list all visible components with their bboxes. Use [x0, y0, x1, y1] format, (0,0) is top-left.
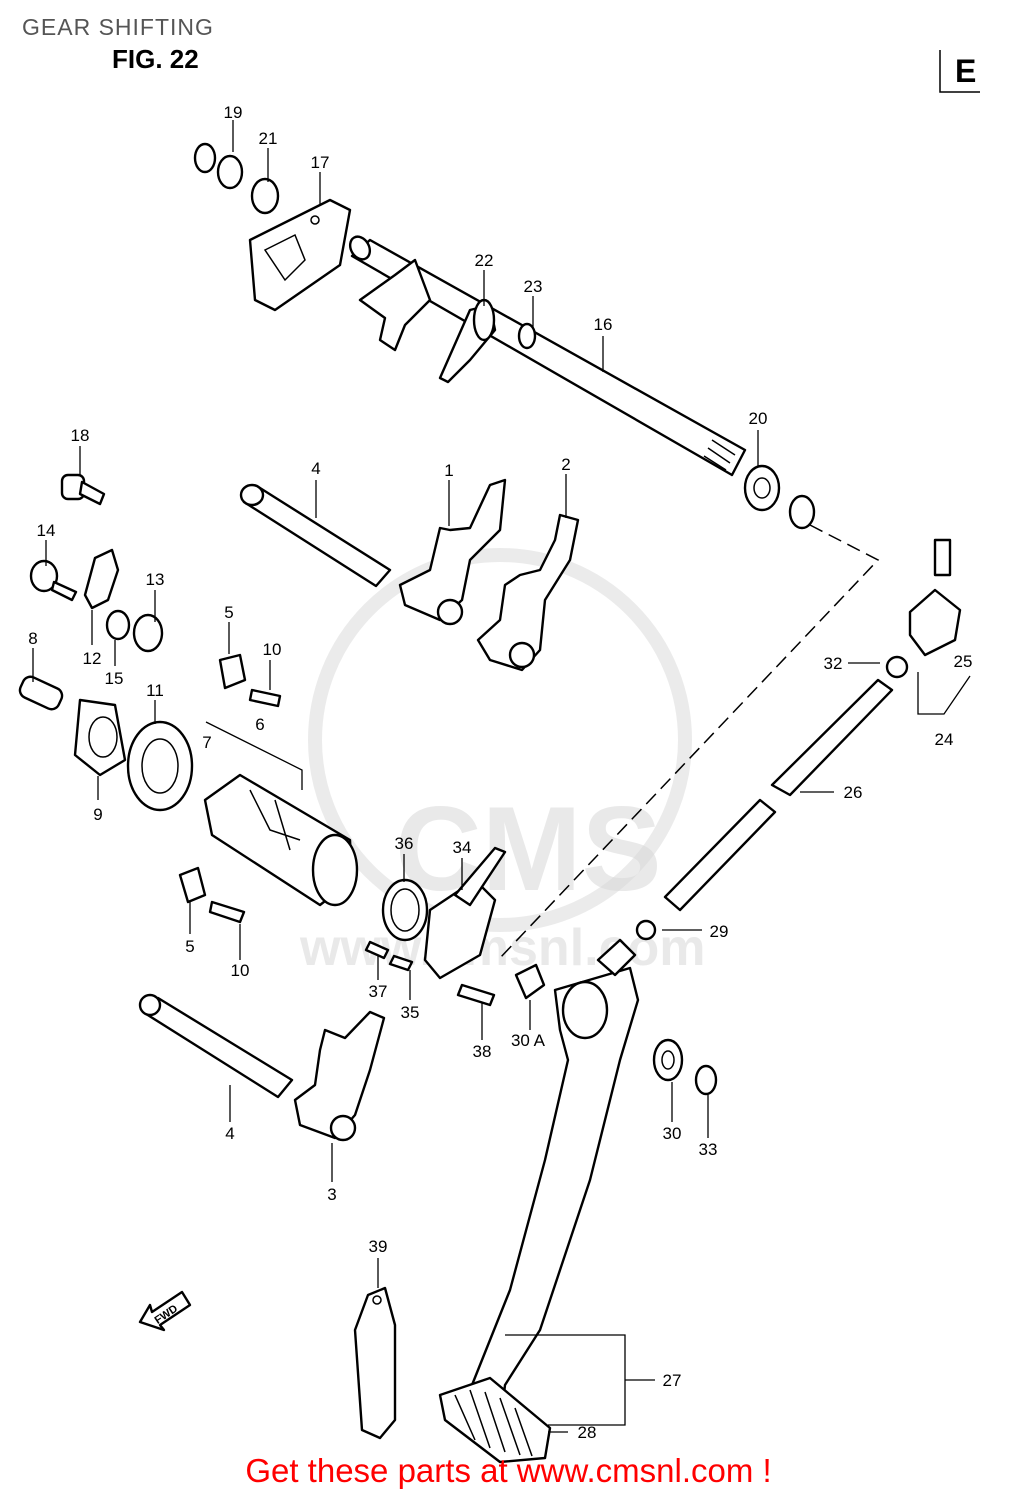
callout-18: 18 — [71, 426, 90, 445]
shift-fork-3 — [293, 1010, 386, 1142]
pedal-extension — [353, 1286, 397, 1440]
callout-35: 35 — [401, 1003, 420, 1022]
callout-3: 3 — [327, 1185, 336, 1204]
section-title: GEAR SHIFTING — [22, 14, 214, 40]
cam-stopper-plates — [178, 653, 282, 924]
figure-title: FIG. 22 — [112, 44, 199, 74]
neutral-bolt — [60, 473, 106, 506]
watermark-brand: CMS — [395, 782, 662, 916]
callout-32: 32 — [824, 654, 843, 673]
o-ring-and-clamp — [381, 846, 507, 980]
callout-21: 21 — [259, 129, 278, 148]
callout-34: 34 — [453, 838, 472, 857]
callout-8: 8 — [28, 629, 37, 648]
callout-16: 16 — [594, 315, 613, 334]
callout-7: 7 — [202, 733, 211, 752]
fork-shaft-upper — [239, 483, 392, 588]
cam-guide-plate — [248, 198, 352, 312]
callout-38: 38 — [473, 1042, 492, 1061]
gearshift-cam-drum — [203, 773, 359, 907]
callout-26: 26 — [844, 783, 863, 802]
oil-seal — [743, 464, 816, 530]
shift-link-rod — [635, 538, 962, 941]
callout-6: 6 — [255, 715, 264, 734]
fork-shaft-lower — [138, 993, 294, 1099]
corner-mark-letter: E — [955, 53, 976, 89]
callout-5-lower: 5 — [185, 937, 194, 956]
callout-1: 1 — [444, 461, 453, 480]
gearshift-lever — [468, 938, 640, 1442]
gear-shift-arm — [358, 258, 537, 384]
callout-28: 28 — [578, 1423, 597, 1442]
callout-14: 14 — [37, 521, 56, 540]
callout-13: 13 — [146, 570, 165, 589]
forward-direction-arrow: FWD — [138, 1290, 192, 1332]
footer-promo-text: Get these parts at www.cmsnl.com ! — [245, 1452, 772, 1489]
callout-4-upper: 4 — [311, 459, 320, 478]
callout-9: 9 — [93, 805, 102, 824]
callout-10-lower: 10 — [231, 961, 250, 980]
shift-fork-2 — [476, 513, 580, 672]
callout-39: 39 — [369, 1237, 388, 1256]
callout-30: 30 — [663, 1124, 682, 1143]
callout-27: 27 — [663, 1371, 682, 1390]
callout-numbers: 19 21 17 22 23 16 20 18 4 1 2 14 13 5 10… — [28, 103, 972, 1442]
shift-shaft — [348, 235, 747, 477]
callout-2: 2 — [561, 455, 570, 474]
callout-33: 33 — [699, 1140, 718, 1159]
leader-lines — [32, 120, 971, 1433]
stopper-assembly — [29, 548, 164, 653]
cam-bearing — [126, 720, 194, 812]
callout-30a: 30 A — [511, 1031, 546, 1050]
callout-29: 29 — [710, 922, 729, 941]
callout-15: 15 — [105, 669, 124, 688]
callout-10-upper: 10 — [263, 640, 282, 659]
washer-and-circlip — [652, 1038, 718, 1096]
cam-gear-group — [18, 675, 127, 777]
callout-20: 20 — [749, 409, 768, 428]
circlip-washer-set — [193, 142, 280, 215]
spring-and-pin — [364, 940, 414, 972]
callout-36: 36 — [395, 834, 414, 853]
callout-4-lower: 4 — [225, 1124, 234, 1143]
callout-37: 37 — [369, 982, 388, 1001]
callout-5-upper: 5 — [224, 603, 233, 622]
callout-22: 22 — [475, 251, 494, 270]
callout-12: 12 — [83, 649, 102, 668]
callout-11: 11 — [146, 681, 164, 700]
callout-24: 24 — [935, 730, 954, 749]
shift-fork-1 — [398, 478, 507, 626]
callout-19: 19 — [224, 103, 243, 122]
footrest-rubber — [438, 1376, 552, 1464]
washer-bolt-30a — [456, 963, 546, 1007]
corner-mark: E — [939, 50, 980, 93]
callout-25: 25 — [954, 652, 973, 671]
callout-17: 17 — [311, 153, 330, 172]
callout-23: 23 — [524, 277, 543, 296]
